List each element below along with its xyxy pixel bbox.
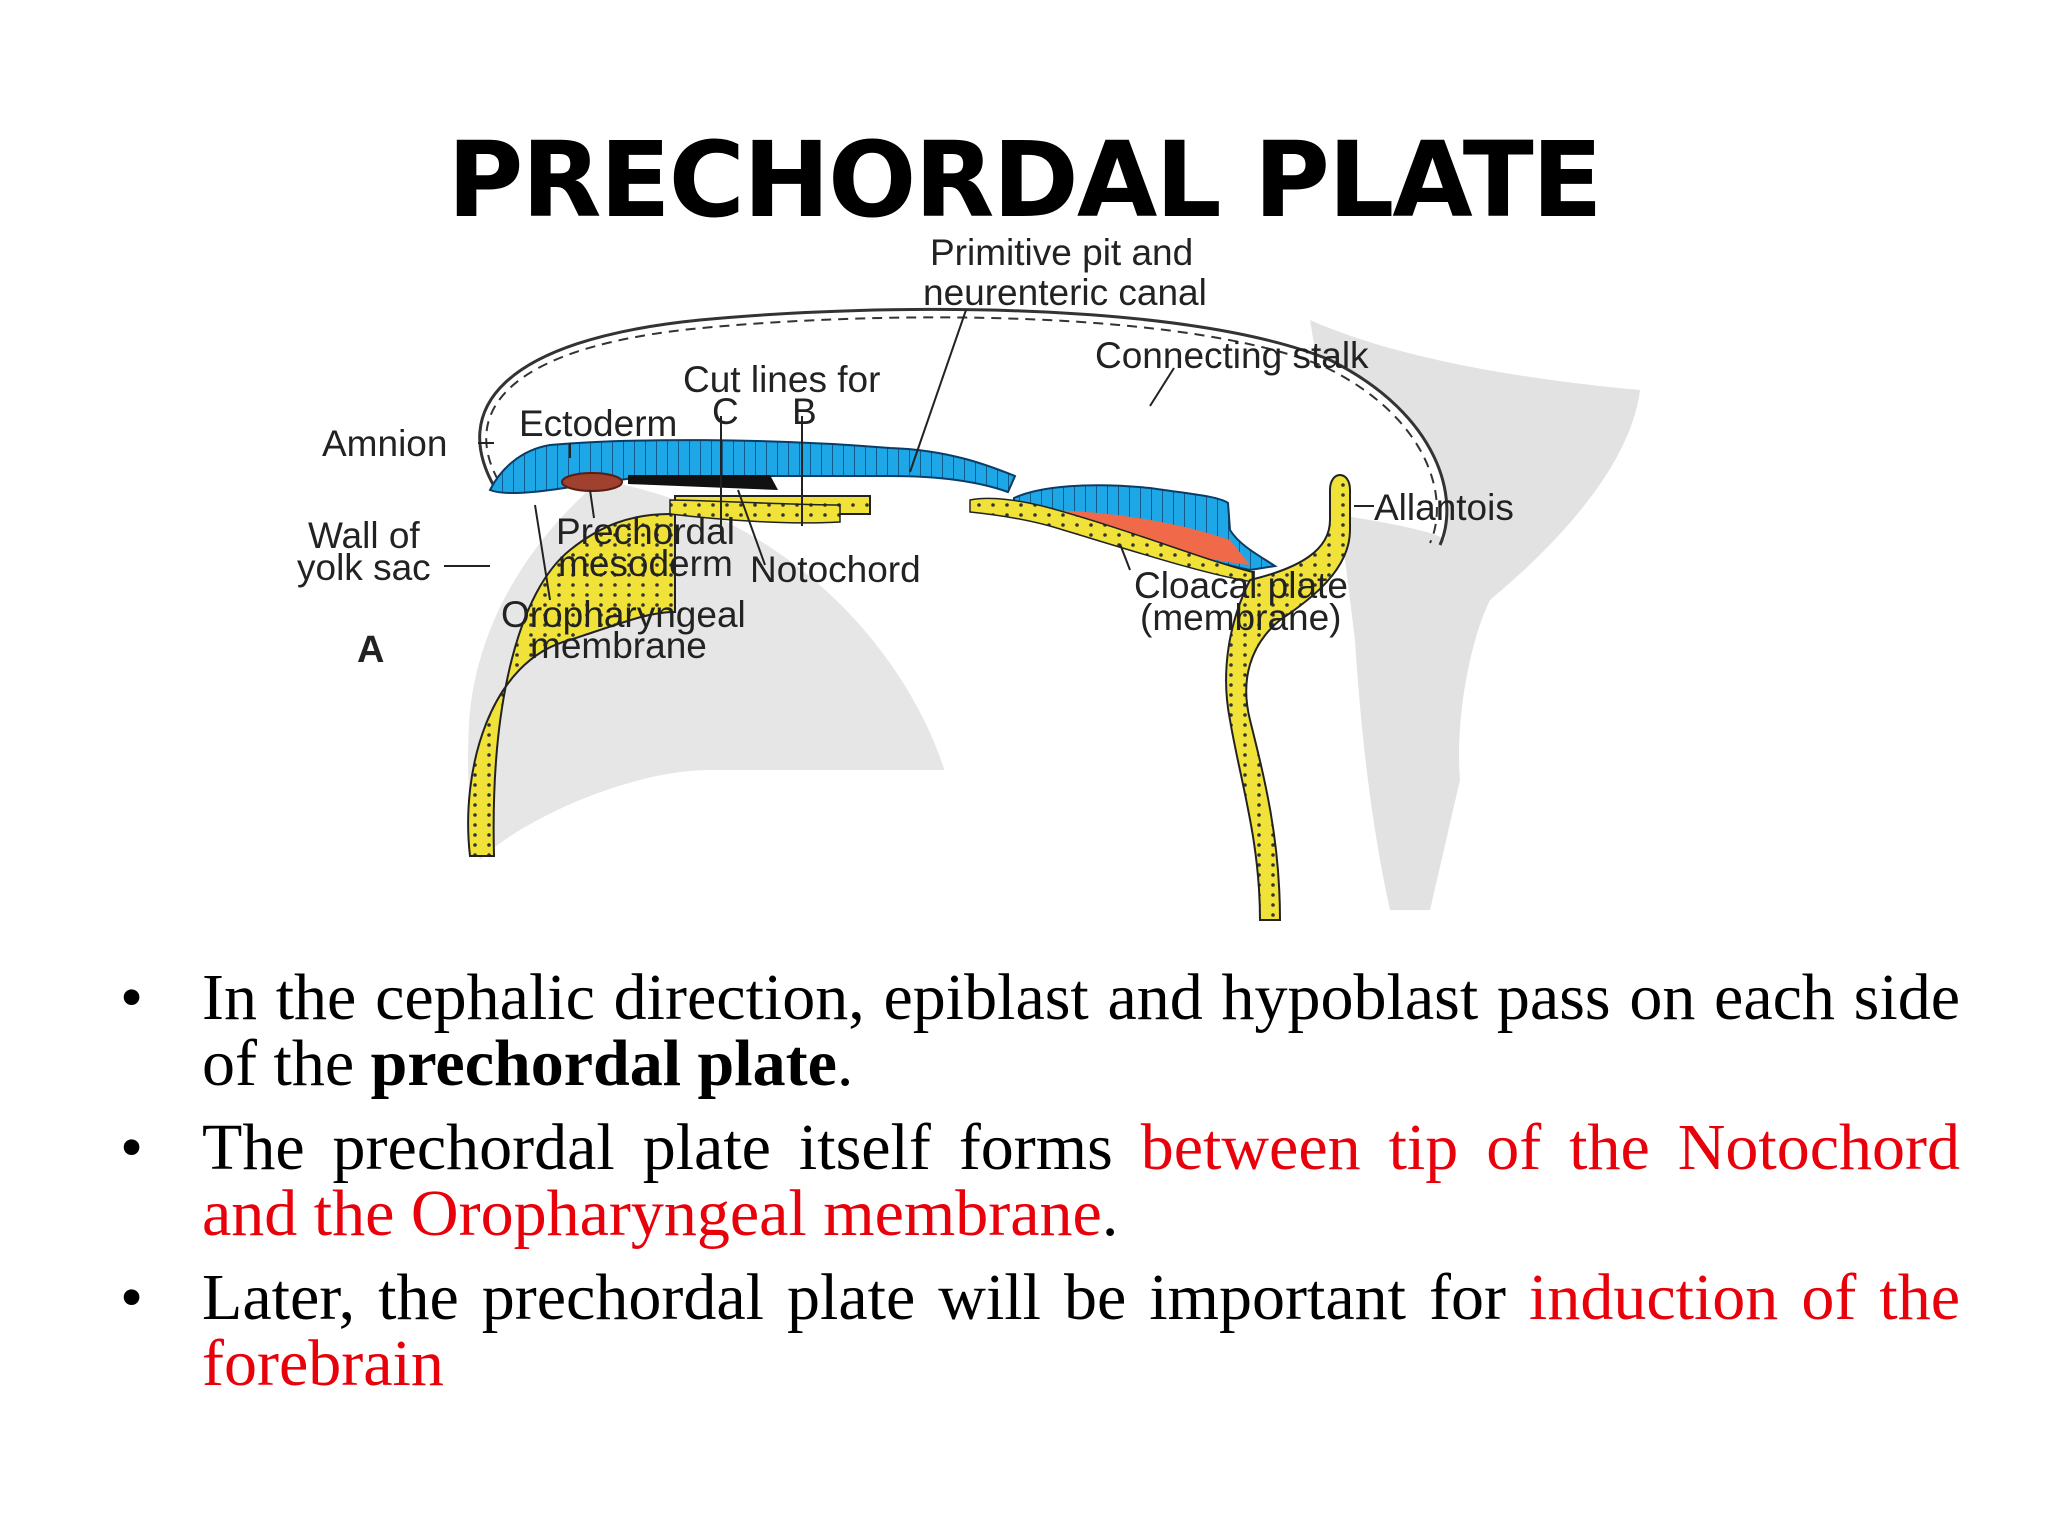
label-cut-c: C — [712, 391, 739, 432]
prechordal-mesoderm — [561, 472, 623, 492]
embryo-diagram-svg: Primitive pit and neurenteric canal Conn… — [297, 232, 1640, 921]
amnion-membrane — [478, 307, 1449, 546]
label-cloacal-plate: Cloacal plate — [1134, 565, 1348, 606]
slide-title: PRECHORDAL PLATE — [447, 119, 1602, 241]
label-connecting-stalk: Connecting stalk — [1095, 335, 1369, 376]
label-wall-of: Wall of — [308, 515, 420, 556]
highlight-text: induction of the forebrain — [202, 1261, 1960, 1400]
label-ectoderm: Ectoderm — [519, 403, 677, 444]
bullet-item: In the cephalic direction, epiblast and … — [120, 965, 1960, 1097]
panel-letter: A — [357, 629, 384, 671]
label-notochord: Notochord — [750, 549, 921, 590]
bold-term: prechordal plate — [370, 1027, 837, 1100]
label-primitive-pit-2: neurenteric canal — [923, 272, 1207, 313]
label-mesoderm: mesoderm — [558, 543, 733, 584]
label-oropharyngeal: Oropharyngeal — [501, 594, 746, 635]
highlight-text: between tip of the Notochord and the Oro… — [202, 1111, 1961, 1250]
label-cut-lines: Cut lines for — [683, 359, 880, 400]
label-prechordal: Prechordal — [556, 511, 735, 552]
label-primitive-pit-1: Primitive pit and — [930, 232, 1193, 273]
label-allantois: Allantois — [1374, 487, 1514, 528]
amnion-cavity — [500, 309, 1446, 540]
allantois — [1225, 474, 1351, 921]
label-cut-b: B — [792, 391, 817, 432]
leader-lines — [444, 309, 1374, 601]
notochord — [628, 475, 778, 490]
bullet-item: The prechordal plate itself forms betwee… — [120, 1115, 1960, 1247]
label-amnion: Amnion — [322, 423, 447, 464]
bullet-item: Later, the prechordal plate will be impo… — [120, 1265, 1960, 1397]
label-membrane: membrane — [530, 625, 707, 666]
label-yolk-sac: yolk sac — [297, 547, 431, 588]
label-cloacal-membrane: (membrane) — [1140, 597, 1342, 638]
bullet-list: In the cephalic direction, epiblast and … — [120, 965, 1960, 1415]
embryo-diagram: Primitive pit and neurenteric canal Conn… — [297, 232, 1770, 921]
